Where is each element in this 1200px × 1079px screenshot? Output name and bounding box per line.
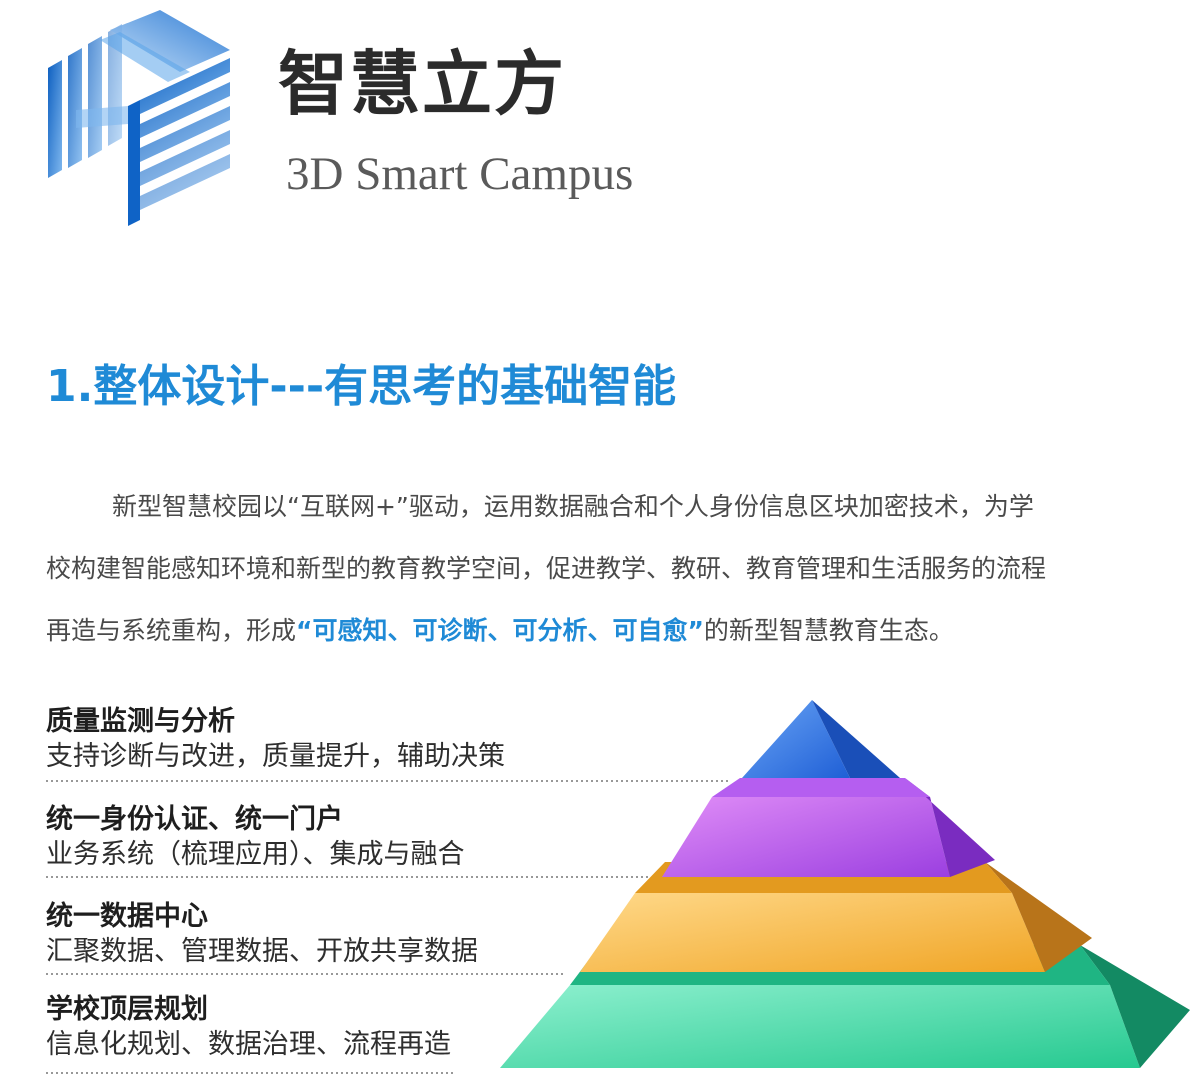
- layer-description: 汇聚数据、管理数据、开放共享数据: [46, 936, 478, 967]
- pyramid-layer-data-center: [580, 862, 1092, 972]
- brand-title: 智慧立方: [278, 43, 566, 125]
- layer-label-top-level-plan: 学校顶层规划 信息化规划、数据治理、流程再造: [46, 993, 451, 1063]
- pyramid-diagram: [46, 700, 1190, 1074]
- layer-description: 业务系统（梳理应用）、集成与融合: [46, 839, 465, 870]
- section-title: 1.整体设计---有思考的基础智能: [46, 361, 677, 412]
- layer-title: 质量监测与分析: [46, 706, 235, 737]
- layer-label-quality: 质量监测与分析 支持诊断与改进，质量提升，辅助决策: [46, 705, 505, 775]
- layer-label-identity: 统一身份认证、统一门户 业务系统（梳理应用）、集成与融合: [46, 803, 465, 873]
- paragraph-line-2: 校构建智能感知环境和新型的教育教学空间，促进教学、教研、教育管理和生活服务的流程: [46, 554, 1047, 583]
- brand-subtitle: 3D Smart Campus: [286, 148, 634, 200]
- pyramid-layer-identity: [662, 778, 995, 877]
- intro-paragraph: 新型智慧校园以“互联网+”驱动，运用数据融合和个人身份信息区块加密技术，为学 校…: [46, 476, 1172, 662]
- cube-stripes-logo-icon: [48, 10, 230, 226]
- layer-title: 学校顶层规划: [46, 994, 208, 1025]
- pyramid-layer-quality: [742, 700, 900, 778]
- layer-title: 统一身份认证、统一门户: [46, 804, 343, 835]
- layer-title: 统一数据中心: [46, 901, 208, 932]
- paragraph-highlight: “可感知、可诊断、可分析、可自愈”: [296, 616, 704, 645]
- paragraph-line-3-start: 再造与系统重构，形成: [46, 616, 297, 645]
- layer-label-data-center: 统一数据中心 汇聚数据、管理数据、开放共享数据: [46, 900, 478, 970]
- paragraph-line-3: 再造与系统重构，形成“可感知、可诊断、可分析、可自愈”的新型智慧教育生态。: [46, 600, 1172, 662]
- layer-description: 信息化规划、数据治理、流程再造: [46, 1029, 451, 1060]
- paragraph-line-3-end: 的新型智慧教育生态。: [703, 616, 954, 645]
- layer-description: 支持诊断与改进，质量提升，辅助决策: [46, 741, 505, 772]
- paragraph-line-1: 新型智慧校园以“互联网+”驱动，运用数据融合和个人身份信息区块加密技术，为学: [112, 492, 1034, 521]
